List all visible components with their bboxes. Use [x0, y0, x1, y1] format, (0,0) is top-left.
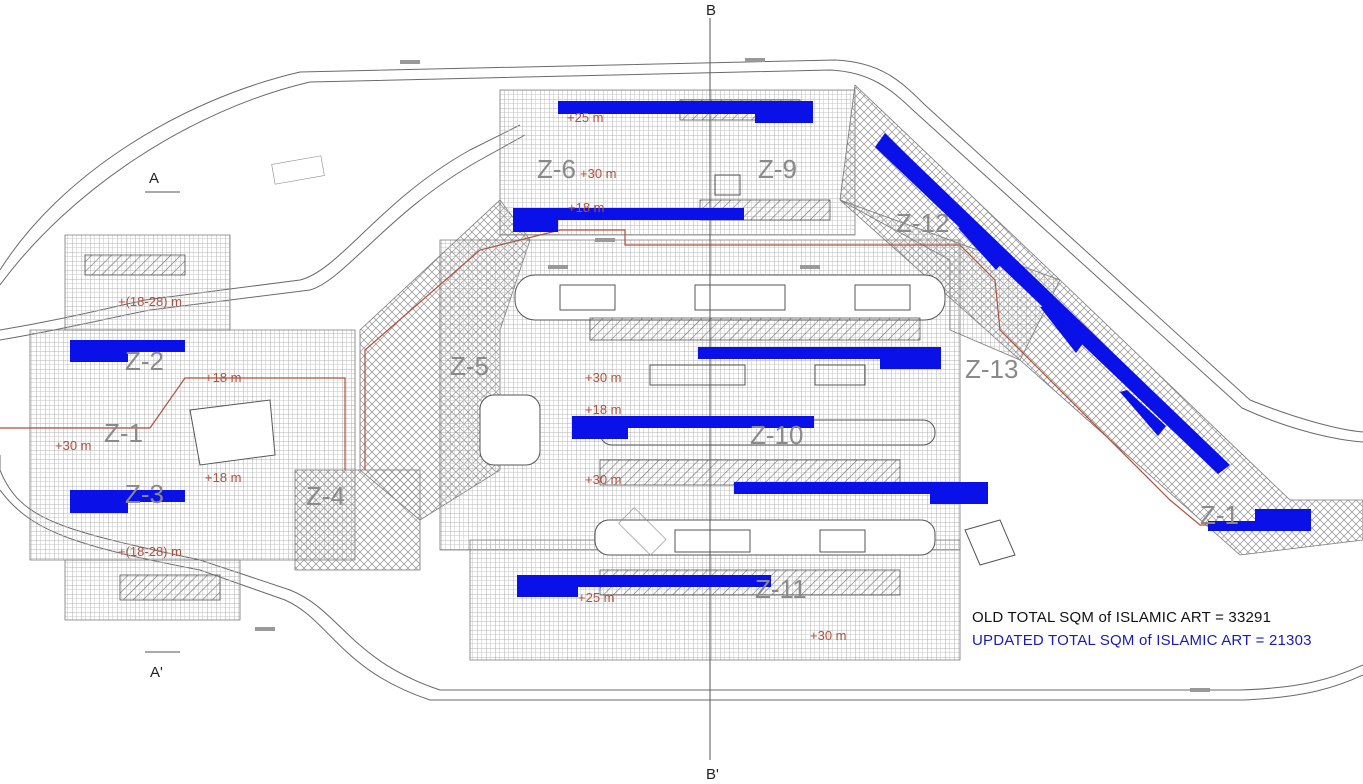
islamic-art-area: [558, 101, 813, 114]
islamic-art-areas: [70, 101, 1311, 597]
islamic-art-area: [958, 226, 1003, 270]
legend-old-total: OLD TOTAL SQM of ISLAMIC ART = 33291: [972, 609, 1272, 626]
islamic-art-area: [517, 587, 578, 597]
height-label: +30 m: [585, 370, 622, 385]
height-label: +18 m: [205, 470, 242, 485]
height-label: +25 m: [567, 110, 604, 125]
height-contour: [0, 229, 1300, 526]
islamic-art-area: [734, 482, 988, 494]
zone-label: Z-10: [750, 420, 803, 450]
islamic-art-area: [755, 114, 813, 123]
zone-label: Z-1: [104, 418, 143, 448]
islamic-art-area: [1255, 509, 1311, 521]
height-label: +30 m: [585, 472, 622, 487]
parking-hatch-bands: [84, 99, 921, 601]
legend-updated-total: UPDATED TOTAL SQM of ISLAMIC ART = 21303: [972, 632, 1312, 649]
height-label: +30 m: [580, 166, 617, 181]
islamic-art-area: [70, 502, 128, 513]
zone-label: Z-2: [125, 346, 164, 376]
islamic-art-area: [513, 208, 744, 220]
zone-label: Z-11: [755, 574, 807, 604]
height-label: +30 m: [55, 438, 92, 453]
section-label-a-prime: A': [150, 664, 163, 681]
islamic-art-area: [513, 220, 558, 232]
zone-label: Z-4: [306, 481, 345, 511]
height-label: +18 m: [568, 200, 605, 215]
islamic-art-area: [875, 133, 1230, 474]
zone-label: Z-5: [450, 351, 489, 381]
islamic-art-area: [1040, 306, 1084, 353]
islamic-art-area: [880, 359, 941, 369]
height-label: +18 m: [585, 402, 622, 417]
height-label: +(18-28) m: [118, 544, 182, 559]
islamic-art-area: [698, 347, 941, 359]
islamic-art-area: [70, 490, 185, 502]
height-label: +18 m: [205, 370, 242, 385]
islamic-art-area: [572, 428, 628, 439]
height-label: +(18-28) m: [118, 294, 182, 309]
zone-label: Z-13: [965, 354, 1018, 384]
zone-label: Z-1: [1200, 500, 1239, 530]
building-outlines: [189, 174, 1016, 566]
section-label-a: A: [149, 170, 159, 187]
islamic-art-area: [517, 575, 771, 587]
zone-label: Z-9: [758, 154, 797, 184]
islamic-art-area: [1120, 390, 1166, 436]
height-label: +25 m: [578, 590, 615, 605]
islamic-art-area: [1208, 521, 1311, 531]
islamic-art-area: [70, 340, 185, 352]
minor-annotations: [255, 58, 1210, 692]
height-label: +30 m: [810, 628, 847, 643]
zone-label: Z-6: [537, 154, 576, 184]
zone-label: Z-3: [125, 479, 164, 509]
islamic-art-area: [572, 416, 814, 428]
islamic-art-area: [930, 494, 988, 504]
section-label-b: B: [706, 2, 716, 19]
section-label-b-prime: B': [706, 766, 719, 783]
zone-label: Z-12: [896, 208, 949, 238]
islamic-art-area: [70, 352, 128, 362]
